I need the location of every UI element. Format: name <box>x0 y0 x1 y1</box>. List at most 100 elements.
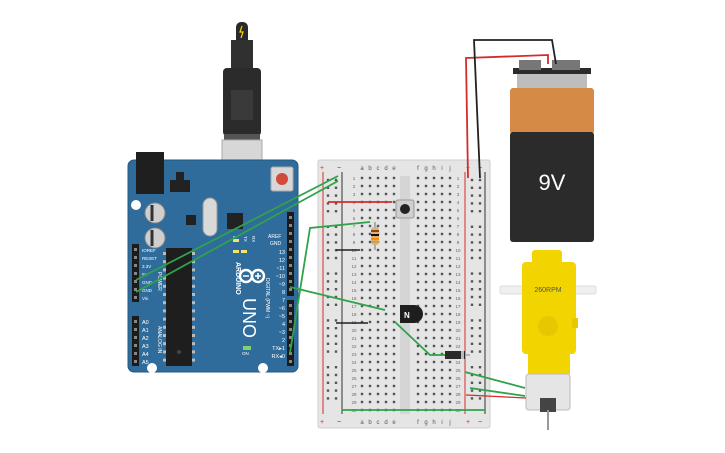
rail-hole <box>326 373 330 377</box>
rail-hole <box>478 186 482 189</box>
breadboard-hole <box>440 208 444 212</box>
rail-plus-bottom-left: + <box>320 419 324 426</box>
label-on: ON <box>242 351 249 356</box>
breadboard-hole <box>360 224 364 228</box>
header-pin <box>289 232 292 235</box>
breadboard-row-label: 22 <box>455 344 461 349</box>
breadboard-hole <box>360 272 364 276</box>
rail-hole <box>470 194 474 197</box>
breadboard-hole <box>392 368 396 372</box>
breadboard-hole <box>376 312 380 316</box>
breadboard-hole <box>392 272 396 276</box>
breadboard-hole <box>448 288 452 292</box>
rail-hole <box>470 389 474 392</box>
breadboard-hole <box>432 336 436 340</box>
breadboard-row-label: 29 <box>455 400 461 405</box>
breadboard-row-label: 12 <box>455 264 461 269</box>
mount-hole-icon <box>258 363 268 373</box>
breadboard-row-label: 3 <box>457 192 460 197</box>
breadboard-hole <box>424 344 428 348</box>
breadboard-hole <box>368 240 372 244</box>
breadboard-hole <box>432 400 436 404</box>
breadboard-hole <box>440 176 444 180</box>
breadboard-hole <box>360 368 364 372</box>
breadboard-hole <box>384 400 388 404</box>
breadboard-hole <box>368 208 372 212</box>
breadboard-hole <box>448 264 452 268</box>
breadboard-hole <box>384 232 388 236</box>
rail-hole <box>334 241 338 244</box>
breadboard-hole <box>376 376 380 380</box>
breadboard-row-label: 21 <box>351 336 357 341</box>
breadboard-hole <box>360 192 364 196</box>
breadboard-row-label: 12 <box>351 264 357 269</box>
breadboard-hole <box>424 296 428 300</box>
breadboard-row-label: 16 <box>351 296 357 301</box>
breadboard-hole <box>424 256 428 260</box>
breadboard-hole <box>424 336 428 340</box>
breadboard-hole <box>416 200 420 204</box>
breadboard-hole <box>432 384 436 388</box>
breadboard-hole <box>384 312 388 316</box>
arduino-brand: ARDUINO <box>234 262 241 295</box>
rail-hole <box>326 210 330 213</box>
breadboard-hole <box>448 296 452 300</box>
power-pin-label: GND <box>142 280 153 285</box>
digital-pin-label: TX▸1 <box>272 346 285 352</box>
breadboard-row-label: 4 <box>457 200 460 205</box>
rail-hole <box>326 381 330 384</box>
breadboard-hole <box>416 256 420 260</box>
breadboard-row-label: 5 <box>457 208 460 213</box>
breadboard-hole <box>376 360 380 364</box>
breadboard-hole <box>376 256 380 260</box>
breadboard-hole <box>392 376 396 380</box>
chip-pin <box>192 252 195 255</box>
breadboard-row-label: 7 <box>457 224 460 229</box>
header-pin <box>134 272 137 275</box>
header-pin <box>134 336 137 339</box>
breadboard-hole <box>448 368 452 372</box>
rail-hole <box>478 381 482 384</box>
breadboard-col-label: e <box>392 420 396 426</box>
rail-hole <box>478 233 482 236</box>
breadboard-hole <box>392 312 396 316</box>
power-jack <box>136 152 164 194</box>
rail-hole <box>334 303 338 306</box>
breadboard-hole <box>448 280 452 284</box>
breadboard-hole <box>448 240 452 244</box>
digital-pin-label: RX◂0 <box>272 354 285 360</box>
chip-pin <box>192 350 195 354</box>
breadboard-hole <box>360 328 364 332</box>
chip-pin <box>192 268 195 272</box>
breadboard-hole <box>424 224 428 228</box>
transistor-label: N <box>404 311 410 320</box>
breadboard-hole <box>424 352 428 356</box>
chip-pin <box>163 252 166 255</box>
breadboard-hole <box>424 232 428 236</box>
breadboard-hole <box>432 312 436 316</box>
breadboard-hole <box>392 392 396 396</box>
breadboard-col-label: c <box>377 166 380 172</box>
rail-hole <box>334 186 338 189</box>
rail-hole <box>478 280 482 283</box>
header-pin <box>289 336 292 339</box>
breadboard-hole <box>440 216 444 220</box>
breadboard-hole <box>384 352 388 356</box>
breadboard-hole <box>432 192 436 196</box>
breadboard-hole <box>440 248 444 252</box>
breadboard-row-label: 2 <box>353 184 356 189</box>
breadboard-row-label: 11 <box>456 256 461 261</box>
breadboard-hole <box>440 392 444 396</box>
rail-hole <box>334 225 338 228</box>
breadboard-col-label: a <box>360 166 364 172</box>
breadboard-row-label: 16 <box>455 296 461 301</box>
breadboard-hole <box>448 208 452 212</box>
npn-transistor: N <box>400 305 423 323</box>
breadboard-hole <box>392 336 396 340</box>
breadboard-hole <box>424 328 428 332</box>
breadboard-hole <box>368 392 372 396</box>
breadboard-hole <box>416 272 420 276</box>
breadboard-hole <box>432 200 436 204</box>
breadboard-hole <box>448 216 452 220</box>
breadboard-hole <box>448 232 452 236</box>
